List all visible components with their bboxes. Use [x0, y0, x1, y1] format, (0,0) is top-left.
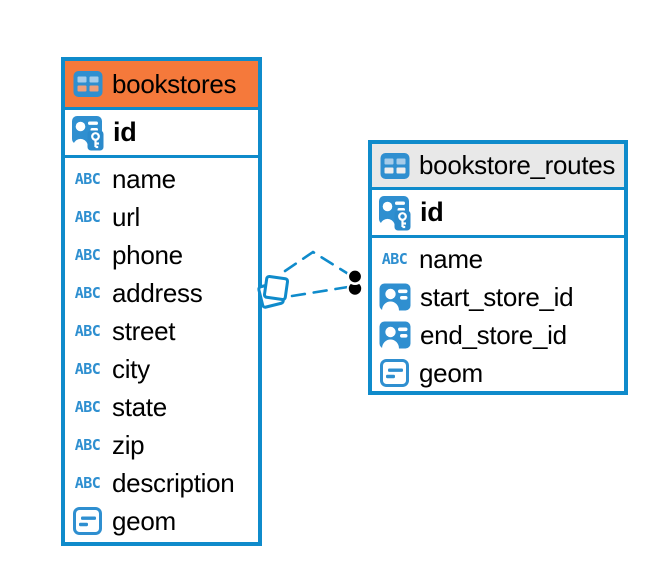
primary-key-icon — [72, 115, 104, 150]
geometry-type-icon — [73, 507, 102, 535]
column-name: address — [112, 277, 203, 308]
table-bookstores-header[interactable]: bookstores — [65, 61, 258, 110]
fk-link-line-lower[interactable] — [290, 285, 350, 298]
column-row-geom[interactable]: geom — [372, 354, 624, 392]
table-name: bookstores — [112, 68, 237, 99]
column-list: ABC name ABC url ABC phone ABC address A… — [65, 158, 258, 540]
column-row-geom[interactable]: geom — [65, 502, 258, 540]
column-name: description — [112, 467, 235, 498]
column-name: phone — [112, 239, 183, 270]
text-type-icon: ABC — [74, 436, 101, 454]
foreign-key-icon — [379, 321, 411, 349]
text-type-icon: ABC — [74, 322, 101, 340]
column-name: name — [419, 243, 483, 274]
column-name: city — [112, 353, 150, 384]
column-row-end-store-id[interactable]: end_store_id — [372, 316, 624, 354]
column-name: zip — [112, 429, 145, 460]
table-name: bookstore_routes — [419, 150, 616, 180]
text-type-icon: ABC — [74, 474, 101, 492]
column-row-id[interactable]: id — [65, 110, 258, 158]
table-bookstore-routes[interactable]: bookstore_routes id ABC name — [368, 140, 628, 395]
column-name: geom — [112, 505, 176, 536]
text-type-icon: ABC — [74, 208, 101, 226]
column-name: geom — [419, 357, 483, 388]
stacked-squares-marker[interactable] — [257, 274, 290, 309]
table-icon — [73, 71, 103, 97]
column-row-address[interactable]: ABC address — [65, 274, 258, 312]
table-bookstore-routes-header[interactable]: bookstore_routes — [372, 144, 624, 190]
column-name: start_store_id — [420, 281, 574, 312]
column-name: id — [113, 117, 137, 147]
text-type-icon: ABC — [74, 170, 101, 188]
column-row-start-store-id[interactable]: start_store_id — [372, 278, 624, 316]
column-list: ABC name start_store_id — [372, 238, 624, 392]
geometry-type-icon — [380, 359, 409, 387]
text-type-icon: ABC — [74, 284, 101, 302]
column-row-street[interactable]: ABC street — [65, 312, 258, 350]
column-row-phone[interactable]: ABC phone — [65, 236, 258, 274]
foreign-key-icon — [379, 283, 411, 311]
column-row-id[interactable]: id — [372, 190, 624, 238]
column-name: state — [112, 391, 167, 422]
column-name: street — [112, 315, 176, 346]
fk-link-line-upper[interactable] — [283, 250, 352, 277]
column-row-description[interactable]: ABC description — [65, 464, 258, 502]
column-row-url[interactable]: ABC url — [65, 198, 258, 236]
column-row-name[interactable]: ABC name — [372, 240, 624, 278]
column-row-name[interactable]: ABC name — [65, 160, 258, 198]
text-type-icon: ABC — [74, 398, 101, 416]
primary-key-icon — [379, 195, 411, 230]
endpoint-dots-marker[interactable] — [346, 267, 364, 297]
column-name: id — [420, 197, 444, 227]
table-icon — [380, 152, 410, 179]
column-row-state[interactable]: ABC state — [65, 388, 258, 426]
table-bookstores[interactable]: bookstores id ABC name — [61, 57, 262, 546]
column-name: name — [112, 163, 176, 194]
text-type-icon: ABC — [74, 360, 101, 378]
text-type-icon: ABC — [381, 250, 408, 268]
column-name: end_store_id — [420, 319, 567, 350]
column-name: url — [112, 201, 140, 232]
text-type-icon: ABC — [74, 246, 101, 264]
column-row-city[interactable]: ABC city — [65, 350, 258, 388]
column-row-zip[interactable]: ABC zip — [65, 426, 258, 464]
